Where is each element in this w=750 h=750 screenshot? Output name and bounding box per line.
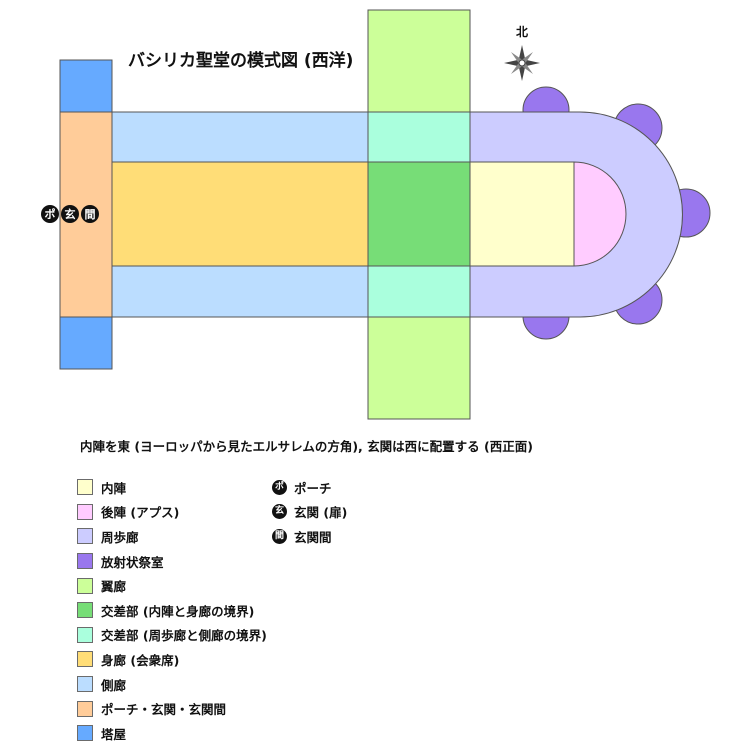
legend-label: 周歩廊 — [101, 529, 139, 545]
symbol-item-entrance: 玄 玄関 (扉) — [272, 500, 347, 525]
color-legend: 内陣 後陣 (アプス) 周歩廊 放射状祭室 翼廊 交差部 (内陣と身廊の境界) … — [77, 475, 267, 746]
symbol-item-porch: ポ ポーチ — [272, 475, 347, 500]
legend-label: 交差部 (内陣と身廊の境界) — [101, 603, 255, 619]
legend-swatch — [77, 676, 93, 693]
crossing-ambulatory-south — [367, 265, 471, 318]
legend-swatch — [77, 528, 93, 545]
legend-item-sanctuary: 内陣 — [77, 475, 267, 500]
apse — [573, 161, 627, 267]
legend-label: 身廊 (会衆席) — [101, 652, 180, 668]
legend-label: 側廊 — [101, 677, 127, 693]
diagram-title: バシリカ聖堂の模式図 (西洋) — [128, 50, 353, 71]
legend-swatch — [77, 626, 93, 643]
symbol-label: ポーチ — [294, 480, 332, 496]
sanctuary — [469, 161, 575, 267]
legend-swatch — [77, 725, 93, 742]
plan-caption: 内陣を東 (ヨーロッパから見たエルサレムの方角), 玄関は西に配置する (西正面… — [80, 439, 533, 454]
legend-item-transept: 翼廊 — [77, 573, 267, 598]
marker-porch: ポ — [45, 207, 56, 221]
symbol-badge: ポ — [272, 479, 287, 495]
legend-label: 翼廊 — [101, 579, 127, 595]
legend-item-crossing-sanctuary: 交差部 (内陣と身廊の境界) — [77, 598, 267, 623]
legend-item-chapels: 放射状祭室 — [77, 549, 267, 574]
legend-item-nave: 身廊 (会衆席) — [77, 647, 267, 672]
symbol-badge: 間 — [272, 528, 287, 544]
north-label: 北 — [516, 24, 528, 39]
symbol-badge: 玄 — [272, 504, 287, 520]
aisle-south — [111, 265, 369, 318]
legend-item-porch: ポーチ・玄関・玄関間 — [77, 696, 267, 721]
tower-south — [59, 316, 113, 370]
basilica-plan: ポ 玄 間 バシリカ聖堂の模式図 (西洋) 北 — [41, 9, 711, 420]
marker-entrance: 玄 — [65, 207, 76, 221]
legend-swatch — [77, 602, 93, 619]
symbol-label: 玄関 (扉) — [294, 505, 348, 521]
legend-item-tower: 塔屋 — [77, 721, 267, 746]
crossing-sanctuary — [367, 161, 471, 267]
legend-item-aisle: 側廊 — [77, 672, 267, 697]
legend-item-apse: 後陣 (アプス) — [77, 500, 267, 525]
legend-swatch — [77, 700, 93, 717]
symbol-label: 玄関間 — [294, 529, 332, 545]
legend-item-crossing-ambulatory: 交差部 (周歩廊と側廊の境界) — [77, 623, 267, 648]
legend-label: 後陣 (アプス) — [101, 505, 180, 521]
legend-swatch — [77, 651, 93, 668]
legend-swatch — [77, 553, 93, 570]
symbol-legend: ポ ポーチ 玄 玄関 (扉) 間 玄関間 — [272, 475, 347, 549]
nave — [111, 161, 369, 267]
legend-label: 塔屋 — [101, 726, 127, 742]
compass-rose-icon — [504, 45, 540, 81]
crossing-ambulatory-north — [367, 111, 471, 163]
legend-label: ポーチ・玄関・玄関間 — [101, 702, 227, 718]
legend-swatch — [77, 503, 93, 520]
legend-label: 内陣 — [101, 480, 127, 496]
legend-item-ambulatory: 周歩廊 — [77, 524, 267, 549]
legend-label: 放射状祭室 — [101, 554, 164, 570]
entrance-markers: ポ 玄 間 — [41, 205, 99, 223]
legend-swatch — [77, 577, 93, 594]
legend-swatch — [77, 479, 93, 496]
aisle-north — [111, 111, 369, 163]
marker-vestibule: 間 — [85, 208, 96, 221]
symbol-item-vestibule: 間 玄関間 — [272, 524, 347, 549]
tower-north — [59, 59, 113, 113]
legend-label: 交差部 (周歩廊と側廊の境界) — [101, 628, 267, 644]
